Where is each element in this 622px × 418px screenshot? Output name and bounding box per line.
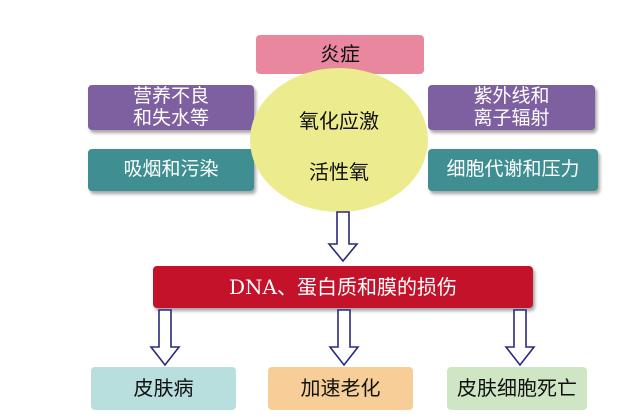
cause-malnutrition-line1: 营养不良 — [132, 84, 209, 107]
cause-metabolism: 细胞代谢和压力 — [428, 149, 598, 191]
down-arrow-icon — [328, 309, 360, 367]
down-arrow-icon — [327, 211, 359, 263]
damage-box: DNA、蛋白质和膜的损伤 — [153, 266, 533, 308]
outcome-cell-death: 皮肤细胞死亡 — [447, 367, 587, 410]
cause-uv-radiation: 紫外线和 离子辐射 — [428, 85, 595, 130]
cause-malnutrition-line2: 和失水等 — [132, 106, 209, 129]
down-arrow-icon — [504, 309, 536, 367]
center-oxidative-stress: 氧化应激 — [299, 109, 379, 133]
center-ros: 活性氧 — [309, 160, 369, 184]
outcome-skin-disease: 皮肤病 — [91, 367, 236, 410]
cause-malnutrition: 营养不良 和失水等 — [88, 85, 254, 130]
cause-uv-line2: 离子辐射 — [473, 106, 550, 129]
cause-smoking: 吸烟和污染 — [88, 149, 254, 191]
outcome-accelerated-aging: 加速老化 — [268, 367, 413, 410]
down-arrow-icon — [149, 309, 181, 367]
center-ellipse — [250, 68, 428, 212]
cause-inflammation: 炎症 — [256, 35, 424, 74]
cause-uv-line1: 紫外线和 — [473, 84, 550, 107]
